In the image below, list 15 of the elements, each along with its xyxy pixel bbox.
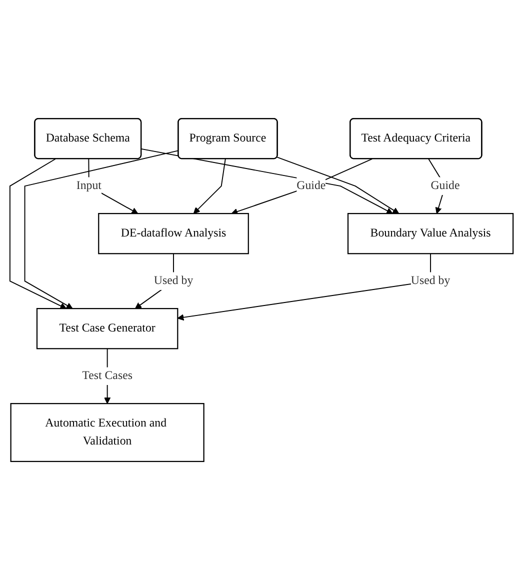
arrow bbox=[9, 158, 67, 309]
node-box: Test Case Generator bbox=[36, 308, 178, 350]
arrow bbox=[276, 156, 400, 214]
edge-label: Test Cases bbox=[82, 369, 132, 382]
arrow bbox=[193, 158, 226, 214]
node-box: Boundary Value Analysis bbox=[347, 212, 514, 254]
node-box: Automatic Execution and Validation bbox=[10, 403, 204, 462]
node-box: DE-dataflow Analysis bbox=[98, 212, 249, 254]
edge-label: Guide bbox=[430, 179, 460, 192]
edge-label: Used by bbox=[154, 274, 194, 288]
arrow bbox=[231, 158, 373, 215]
arrow bbox=[177, 253, 432, 321]
edge-label: Used by bbox=[410, 274, 450, 288]
edge-label: Guide bbox=[296, 179, 326, 192]
edge-label: Input bbox=[76, 179, 102, 192]
